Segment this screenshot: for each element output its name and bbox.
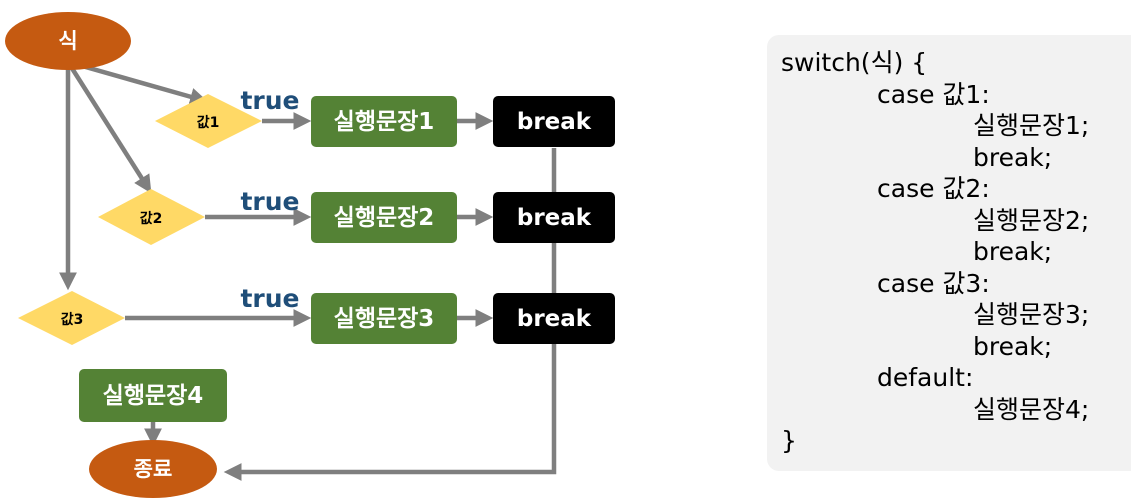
break-box-2: break [493, 192, 615, 243]
arrow-start-to-case2 [66, 60, 152, 194]
case-value-2: 값2 [140, 211, 163, 227]
code-line-case3: case 값3: [877, 268, 990, 298]
code-line-break3: break; [973, 331, 1053, 361]
code-line-statement1: 실행문장1; [973, 111, 1090, 140]
end-label: 종료 [134, 457, 173, 481]
break-label-2: break [517, 205, 592, 231]
statement-label-3: 실행문장3 [334, 306, 435, 332]
code-line-case1: case 값1: [877, 79, 990, 109]
start-node: 식 [5, 12, 131, 70]
switch-flowchart: 식 값1 값2 값3 true true true 실행문장1 실행문장2 [5, 12, 615, 498]
statement-label-2: 실행문장2 [334, 205, 435, 231]
start-label: 식 [58, 29, 77, 53]
break-box-1: break [493, 96, 615, 147]
code-line-statement3: 실행문장3; [973, 300, 1090, 329]
statement-box-3: 실행문장3 [311, 293, 457, 344]
code-line-switch: switch(식) { [781, 48, 928, 77]
true-label-3: true [240, 284, 299, 313]
case-diamond-2: 값2 [98, 189, 205, 245]
statement-box-2: 실행문장2 [311, 192, 457, 243]
default-statement-label: 실행문장4 [103, 383, 204, 409]
case-diamond-3: 값3 [18, 291, 125, 345]
code-line-break1: break; [973, 142, 1053, 172]
code-line-close: } [781, 426, 797, 455]
arrow-breaks-to-end [223, 148, 557, 481]
end-node: 종료 [89, 440, 217, 498]
break-label-3: break [517, 306, 592, 332]
arrow-start-to-case1 [67, 59, 209, 106]
true-label-1: true [240, 86, 299, 115]
case-value-1: 값1 [197, 115, 220, 131]
case-diamond-1: 값1 [155, 94, 262, 148]
code-line-case2: case 값2: [877, 174, 990, 203]
code-line-break2: break; [973, 237, 1053, 266]
code-panel: switch(식) { case 값1: 실행문장1; break; case … [767, 35, 1131, 471]
connectors [59, 59, 557, 481]
code-line-statement4: 실행문장4; [973, 394, 1090, 424]
code-line-default: default: [877, 363, 974, 392]
case-value-3: 값3 [61, 312, 84, 328]
default-statement-box: 실행문장4 [79, 369, 227, 422]
statement-box-1: 실행문장1 [311, 96, 457, 147]
code-line-statement2: 실행문장2; [973, 205, 1090, 235]
break-label-1: break [517, 109, 592, 135]
break-box-3: break [493, 293, 615, 344]
true-label-2: true [240, 187, 299, 216]
statement-label-1: 실행문장1 [334, 109, 435, 135]
